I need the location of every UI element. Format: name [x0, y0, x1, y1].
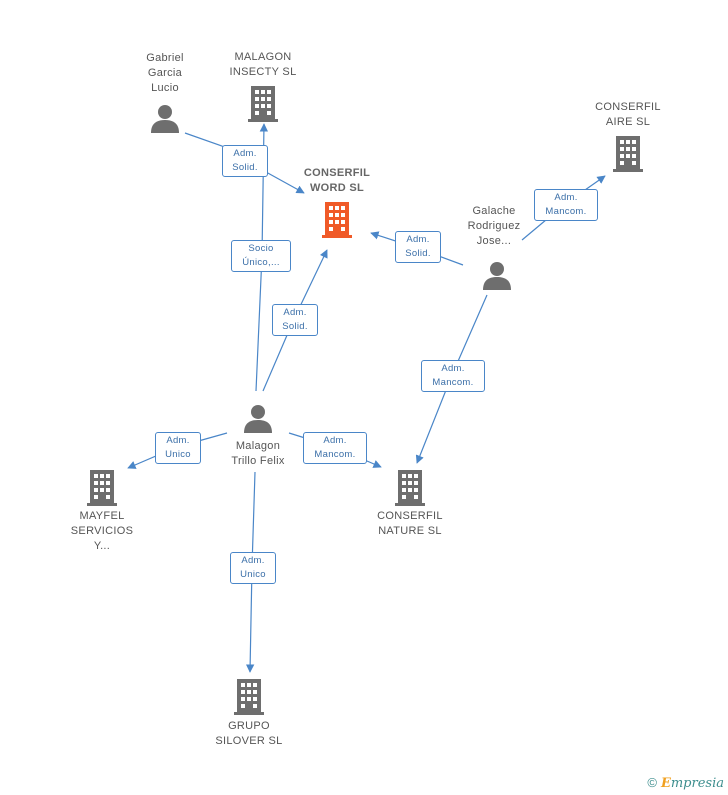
node-label: Galache Rodriguez Jose... [467, 205, 521, 247]
node-grupo-silover[interactable]: GRUPO SILOVER SL [204, 679, 294, 749]
node-malagon-insecty[interactable]: MALAGON INSECTY SL [218, 50, 308, 122]
edge-label-gabriel-word[interactable]: Adm. Solid. [222, 145, 268, 177]
edge-label-galache-aire[interactable]: Adm. Mancom. [534, 189, 598, 221]
node-mayfel[interactable]: MAYFEL SERVICIOS Y... [57, 470, 147, 554]
edge-label-trillo-mayfel[interactable]: Adm. Unico [155, 432, 201, 464]
node-label: CONSERFIL AIRE SL [595, 101, 661, 128]
edge-label-trillo-silover[interactable]: Adm. Unico [230, 552, 276, 584]
building-icon [87, 470, 117, 506]
node-label: MAYFEL SERVICIOS Y... [70, 510, 134, 552]
brand-name: mpresia [670, 776, 724, 791]
copyright-footer: ©Empresia [647, 775, 724, 791]
node-conserfil-nature[interactable]: CONSERFIL NATURE SL [365, 470, 455, 539]
edge-label-galache-nature[interactable]: Adm. Mancom. [421, 360, 485, 392]
node-label: CONSERFIL WORD SL [303, 167, 371, 194]
edge-label-galache-word[interactable]: Adm. Solid. [395, 231, 441, 263]
person-icon [244, 405, 272, 433]
building-icon [248, 86, 278, 122]
edge-label-trillo-insecty[interactable]: Socio Único,... [231, 240, 291, 272]
building-icon [613, 136, 643, 172]
node-label: CONSERFIL NATURE SL [377, 510, 443, 537]
building-icon [395, 470, 425, 506]
person-icon [483, 262, 511, 290]
person-icon [151, 105, 179, 133]
brand-logo-letter: E [660, 776, 671, 791]
node-conserfil-word[interactable]: CONSERFIL WORD SL [292, 166, 382, 238]
node-conserfil-aire[interactable]: CONSERFIL AIRE SL [583, 100, 673, 172]
node-label: MALAGON INSECTY SL [229, 51, 297, 78]
building-icon [234, 679, 264, 715]
node-label: GRUPO SILOVER SL [215, 720, 283, 747]
node-gabriel[interactable]: Gabriel Garcia Lucio [130, 51, 200, 134]
edge-label-trillo-word[interactable]: Adm. Solid. [272, 304, 318, 336]
node-label: Malagon Trillo Felix [231, 440, 285, 467]
node-galache[interactable]: Galache Rodriguez Jose... [454, 204, 534, 291]
node-malagon-trillo[interactable]: Malagon Trillo Felix [213, 402, 303, 469]
node-label: Gabriel Garcia Lucio [146, 52, 184, 94]
edge-label-trillo-nature[interactable]: Adm. Mancom. [303, 432, 367, 464]
copyright-symbol: © [647, 775, 657, 790]
building-icon [322, 202, 352, 238]
